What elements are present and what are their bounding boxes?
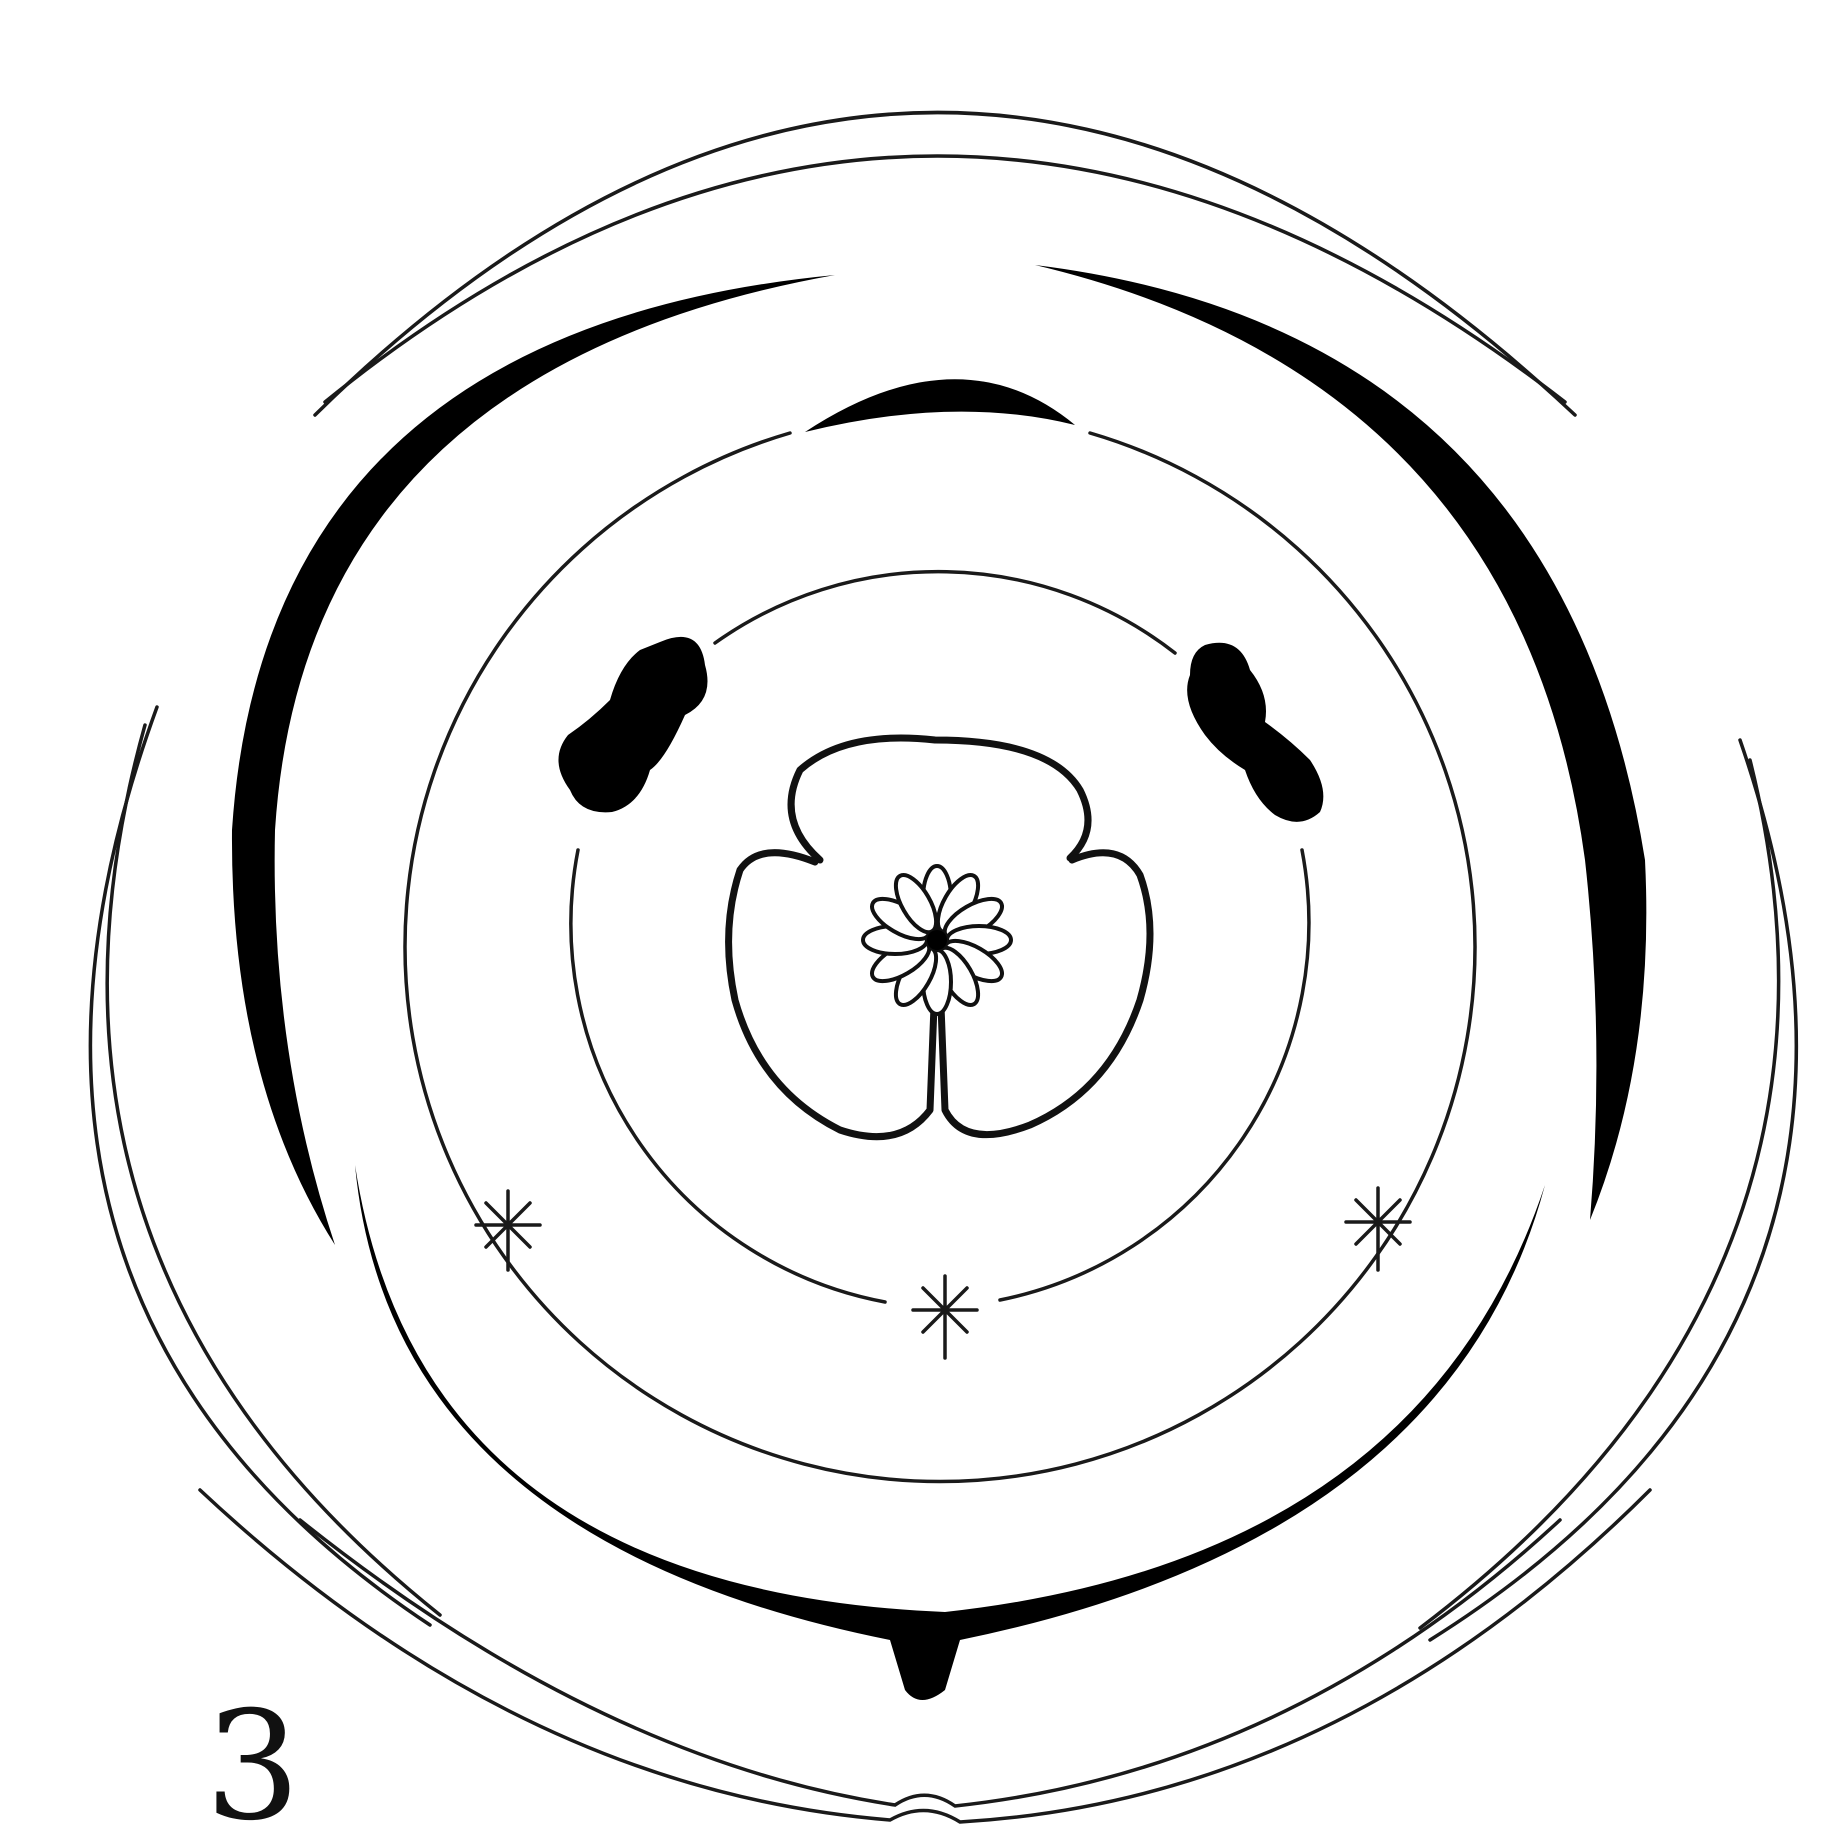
figure-label: 3 (205, 1680, 300, 1839)
staminode-right (1346, 1188, 1410, 1270)
anther-right (1187, 643, 1323, 822)
anther-left (558, 637, 707, 812)
sepal-right (1035, 265, 1646, 1220)
petal-top (805, 379, 1075, 432)
sepal-bottom (355, 1165, 1545, 1700)
staminode-center (913, 1276, 977, 1358)
sepal-left (232, 275, 835, 1245)
stigma-flower (863, 866, 1011, 1014)
